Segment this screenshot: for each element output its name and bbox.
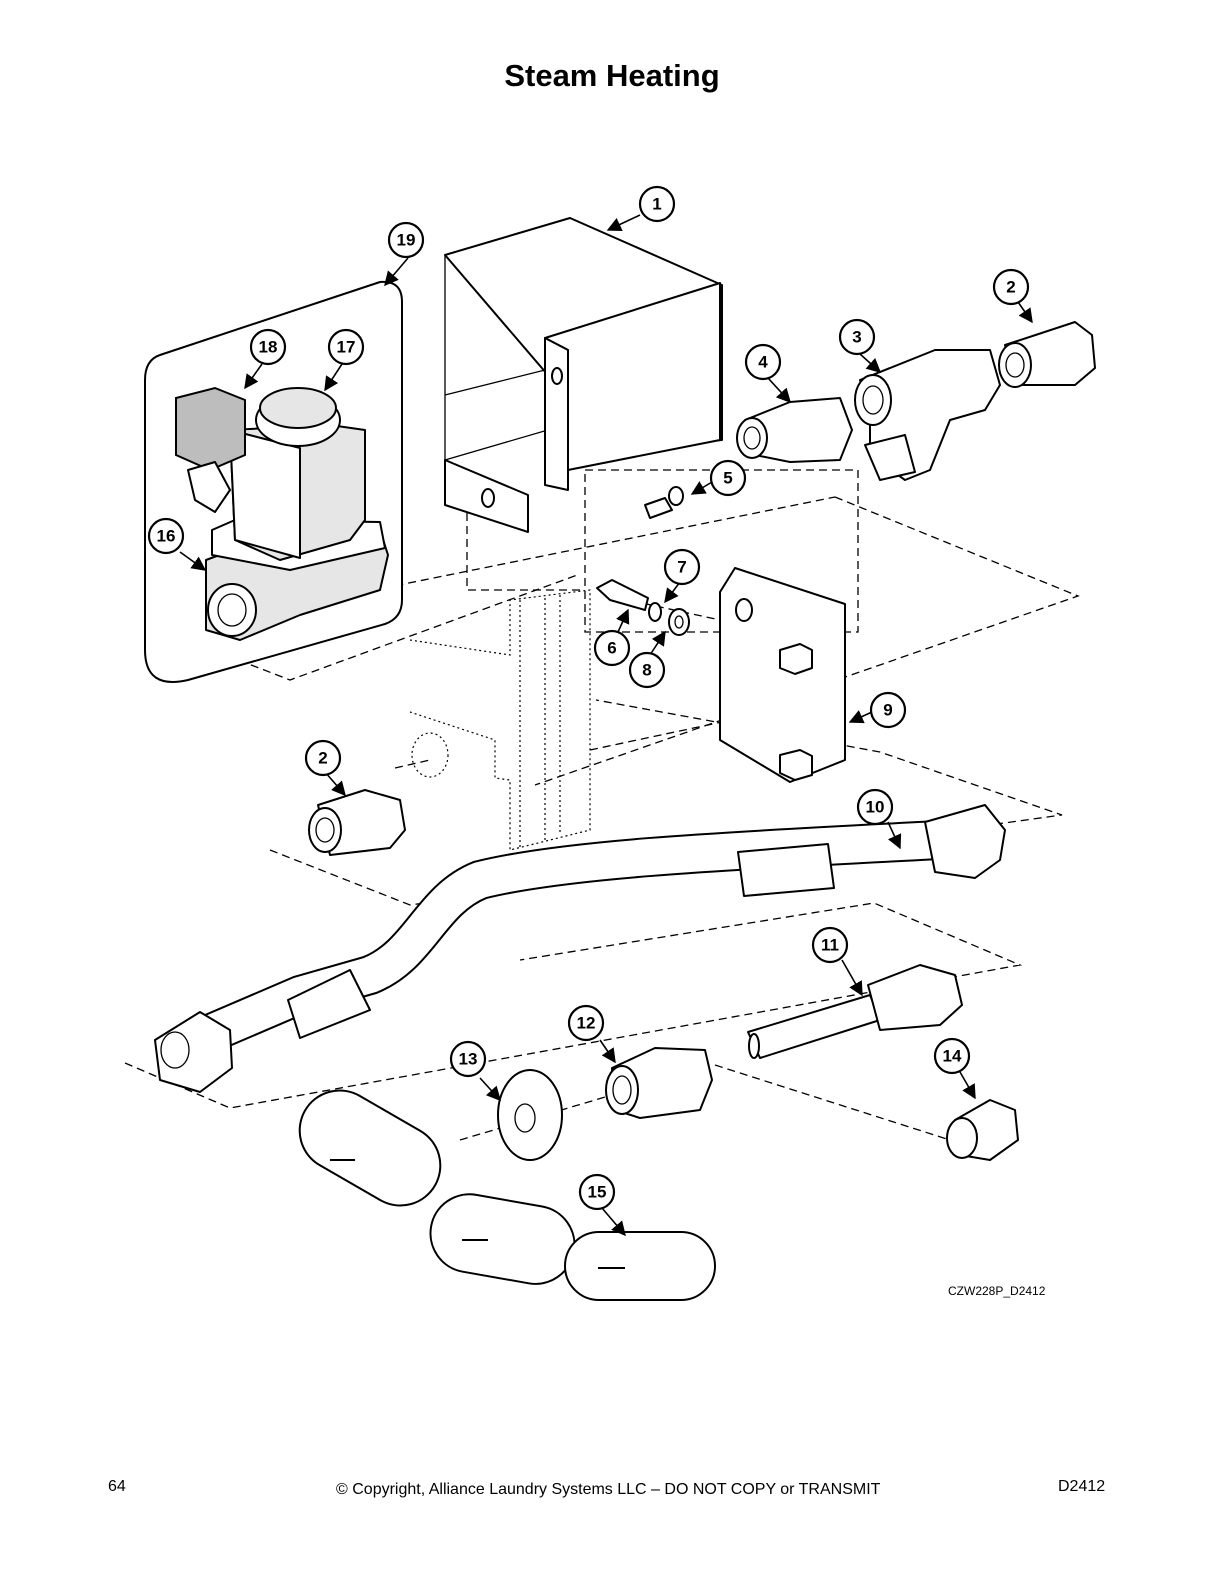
mounting-plate bbox=[719, 567, 846, 783]
page-number: 64 bbox=[108, 1478, 126, 1495]
svg-text:2: 2 bbox=[318, 749, 327, 768]
figure-code: CZW228P_D2412 bbox=[948, 1284, 1046, 1298]
svg-text:11: 11 bbox=[821, 936, 839, 955]
callout-2-bottom: 2 bbox=[304, 739, 342, 777]
svg-text:13: 13 bbox=[459, 1050, 478, 1069]
callout-9: 9 bbox=[869, 691, 907, 729]
svg-text:3: 3 bbox=[852, 328, 861, 347]
svg-text:9: 9 bbox=[883, 701, 892, 720]
document-code: D2412 bbox=[1058, 1478, 1106, 1495]
callout-7: 7 bbox=[663, 548, 701, 586]
callout-17: 17 bbox=[327, 328, 365, 366]
cover-part bbox=[444, 217, 723, 533]
svg-text:5: 5 bbox=[723, 469, 732, 488]
svg-text:4: 4 bbox=[758, 353, 768, 372]
svg-text:18: 18 bbox=[259, 338, 278, 357]
svg-text:2: 2 bbox=[1006, 278, 1015, 297]
svg-text:1: 1 bbox=[652, 195, 661, 214]
svg-text:14: 14 bbox=[943, 1047, 962, 1066]
svg-text:19: 19 bbox=[397, 231, 416, 250]
svg-text:15: 15 bbox=[588, 1183, 607, 1202]
svg-text:6: 6 bbox=[607, 639, 616, 658]
callout-19: 19 bbox=[387, 221, 425, 259]
callout-3: 3 bbox=[838, 318, 876, 356]
callout-2-top: 2 bbox=[992, 268, 1030, 306]
callout-16: 16 bbox=[147, 517, 185, 555]
frame-section bbox=[409, 589, 591, 851]
copyright-notice: © Copyright, Alliance Laundry Systems LL… bbox=[336, 1481, 881, 1498]
leader-lines bbox=[179, 214, 1033, 1237]
callout-13: 13 bbox=[449, 1040, 487, 1078]
callout-4: 4 bbox=[744, 343, 782, 381]
steam-hose bbox=[154, 804, 1006, 1093]
callout-1: 1 bbox=[638, 185, 676, 223]
lower-fitting bbox=[308, 789, 406, 856]
svg-text:10: 10 bbox=[866, 798, 885, 817]
callout-12: 12 bbox=[567, 1004, 605, 1042]
svg-text:12: 12 bbox=[577, 1014, 596, 1033]
svg-text:7: 7 bbox=[677, 558, 686, 577]
page-title: Steam Heating bbox=[504, 58, 720, 93]
top-fittings bbox=[736, 321, 1096, 481]
callout-14: 14 bbox=[933, 1037, 971, 1075]
connector-fitting bbox=[747, 964, 963, 1059]
callout-5: 5 bbox=[709, 459, 747, 497]
small-hardware bbox=[596, 486, 690, 636]
callout-8: 8 bbox=[628, 651, 666, 689]
callout-15: 15 bbox=[578, 1173, 616, 1211]
svg-text:8: 8 bbox=[642, 661, 651, 680]
svg-text:17: 17 bbox=[337, 338, 356, 357]
callout-11: 11 bbox=[811, 926, 849, 964]
callout-18: 18 bbox=[249, 328, 287, 366]
svg-text:16: 16 bbox=[157, 527, 176, 546]
nut-washer-cap bbox=[497, 1047, 1019, 1161]
callout-6: 6 bbox=[593, 629, 631, 667]
tags bbox=[298, 1089, 716, 1301]
callout-10: 10 bbox=[856, 788, 894, 826]
